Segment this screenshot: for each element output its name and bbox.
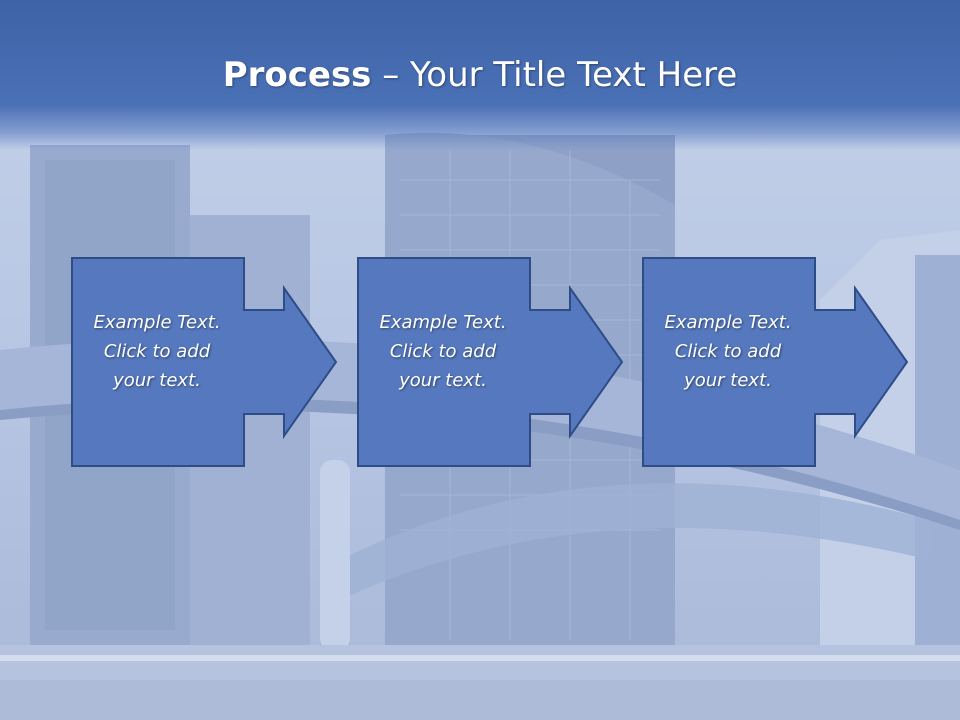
process-step-1[interactable]: Example Text. Click to add your text. [70,256,350,468]
step-line: your text. [113,370,201,391]
title-bold-text: Process [222,55,372,95]
title-rest-text: – Your Title Text Here [371,55,738,95]
step-line: your text. [684,370,772,391]
title-bar [0,0,960,150]
arrow-box-shape [357,257,624,467]
step-3-text[interactable]: Example Text. Click to add your text. [645,308,811,395]
slide-title[interactable]: Process – Your Title Text Here [0,52,960,98]
step-line: Click to add [674,341,782,362]
step-2-text[interactable]: Example Text. Click to add your text. [360,308,526,395]
step-line: your text. [399,370,487,391]
step-line: Example Text. [664,312,792,333]
arrow-box-shape [71,257,338,467]
process-step-3[interactable]: Example Text. Click to add your text. [641,256,921,468]
step-line: Click to add [103,341,211,362]
step-1-text[interactable]: Example Text. Click to add your text. [74,308,240,395]
process-step-2[interactable]: Example Text. Click to add your text. [356,256,636,468]
step-line: Example Text. [93,312,221,333]
step-line: Click to add [389,341,497,362]
step-line: Example Text. [379,312,507,333]
arrow-box-shape [642,257,909,467]
